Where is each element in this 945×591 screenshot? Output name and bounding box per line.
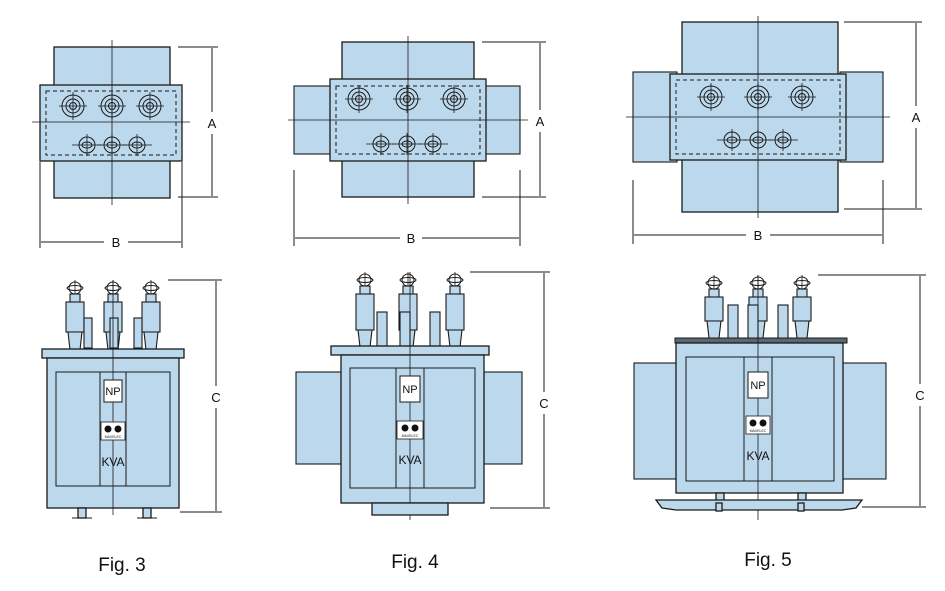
fig4-dim-b: B <box>293 170 521 246</box>
fig5-dim-a-label: A <box>912 110 921 125</box>
fig5-hv-bushings <box>697 83 816 111</box>
fig3-dim-a-label: A <box>208 116 217 131</box>
fig5-base-skid <box>654 492 864 512</box>
fig5-caption: Fig. 5 <box>744 550 792 571</box>
fig5-nameplate-label: NP <box>750 380 765 392</box>
svg-text:MAXELEC: MAXELEC <box>105 435 122 439</box>
fig5-lv-bushings <box>717 129 798 151</box>
fig3-top-cover <box>39 84 183 162</box>
fig5-kva-label: KVA <box>746 449 769 463</box>
fig4-top-view: A B <box>288 36 546 246</box>
fig5-dim-b-label: B <box>754 228 763 243</box>
fig4-dim-a: A <box>482 41 546 198</box>
fig5-logo: MAXELEC <box>745 415 771 435</box>
fig4-nameplate-label: NP <box>402 384 417 396</box>
fig5-front-radiator-right <box>839 362 887 480</box>
fig4-front-radiator-left <box>295 371 343 465</box>
fig3-dim-c: C <box>168 279 222 513</box>
fig4-dim-a-label: A <box>536 114 545 129</box>
fig4-logo: MAXELEC <box>396 420 424 440</box>
fig4-kva-label: KVA <box>398 453 421 467</box>
fig4-dim-c-label: C <box>539 396 548 411</box>
fig4-front-base <box>371 502 449 516</box>
fig4-dim-b-label: B <box>407 231 416 246</box>
fig4-front-view: NP MAXELEC KVA C <box>295 271 550 520</box>
fig5-front-radiator-left <box>633 362 683 480</box>
fig3-caption: Fig. 3 <box>98 555 146 576</box>
svg-text:MAXELEC: MAXELEC <box>402 434 419 438</box>
fig5-dim-c-label: C <box>915 388 924 403</box>
svg-text:MAXELEC: MAXELEC <box>750 429 767 433</box>
fig3-top-view: A B <box>32 40 218 250</box>
fig3-lv-bushings <box>72 134 152 156</box>
fig5-dim-c: C <box>818 274 926 508</box>
fig3-kva-label: KVA <box>101 455 124 469</box>
fig4-lv-bushings <box>366 133 448 155</box>
fig3-nameplate <box>103 379 123 403</box>
fig4-hv-bushings <box>345 85 468 113</box>
fig5-dim-b: B <box>632 180 884 244</box>
fig3-dim-b: B <box>39 162 183 250</box>
fig4-front-radiator-right <box>483 371 523 465</box>
fig3-front-view: NP MAXELEC KVA C <box>41 279 222 519</box>
fig5-top-view: A B <box>626 16 922 244</box>
fig3-dim-a: A <box>178 46 218 198</box>
fig4-nameplate <box>399 375 421 403</box>
fig3-dim-b-label: B <box>112 235 121 250</box>
fig3-nameplate-label: NP <box>105 386 120 398</box>
fig3-dim-c-label: C <box>211 390 220 405</box>
fig5-front-cover <box>674 337 848 344</box>
fig3-logo: MAXELEC <box>100 421 126 441</box>
fig3-hv-bushings <box>59 92 164 120</box>
fig4-caption: Fig. 4 <box>391 552 439 573</box>
fig5-nameplate <box>747 371 769 399</box>
fig4-dim-c: C <box>470 271 550 509</box>
fig5-front-view: NP MAXELEC KVA C <box>633 274 926 520</box>
